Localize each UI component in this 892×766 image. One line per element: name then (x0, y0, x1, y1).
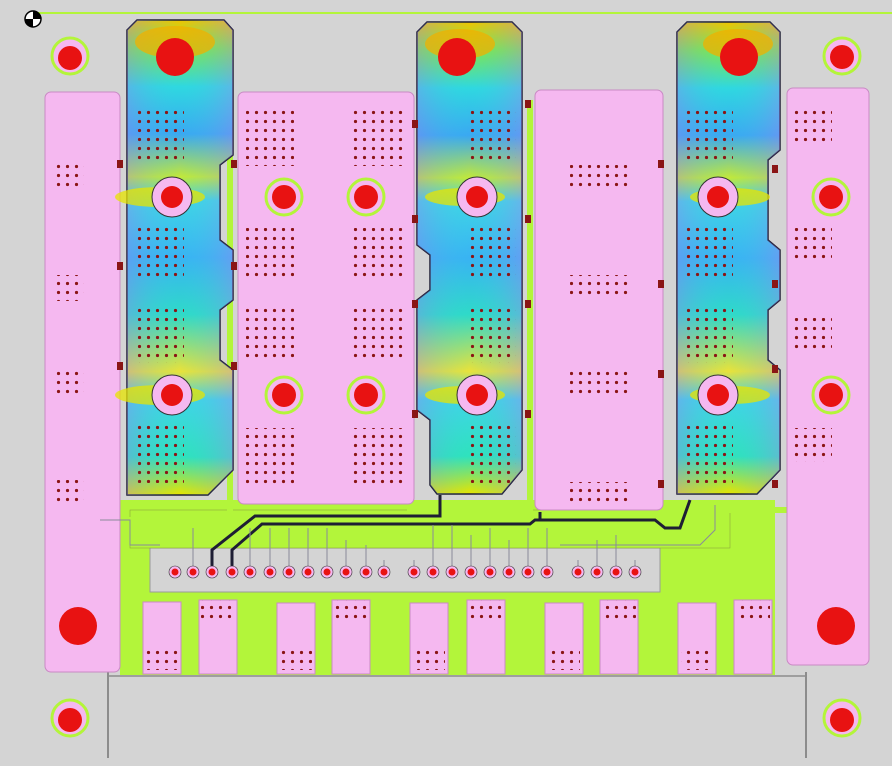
bus-bar-right (676, 21, 781, 495)
connector-pin-row (168, 565, 642, 579)
board-outline (30, 12, 892, 758)
bottom-connector-pads (142, 599, 773, 675)
terminal-holes (50, 36, 862, 738)
bus-bar-center (416, 21, 523, 495)
pad-left-column (44, 91, 121, 673)
pad-center-left (237, 91, 415, 505)
side-components (117, 100, 778, 488)
origin-crosshair-icon (24, 10, 42, 28)
bus-bar-left (126, 19, 234, 496)
pad-center-right (534, 89, 664, 511)
